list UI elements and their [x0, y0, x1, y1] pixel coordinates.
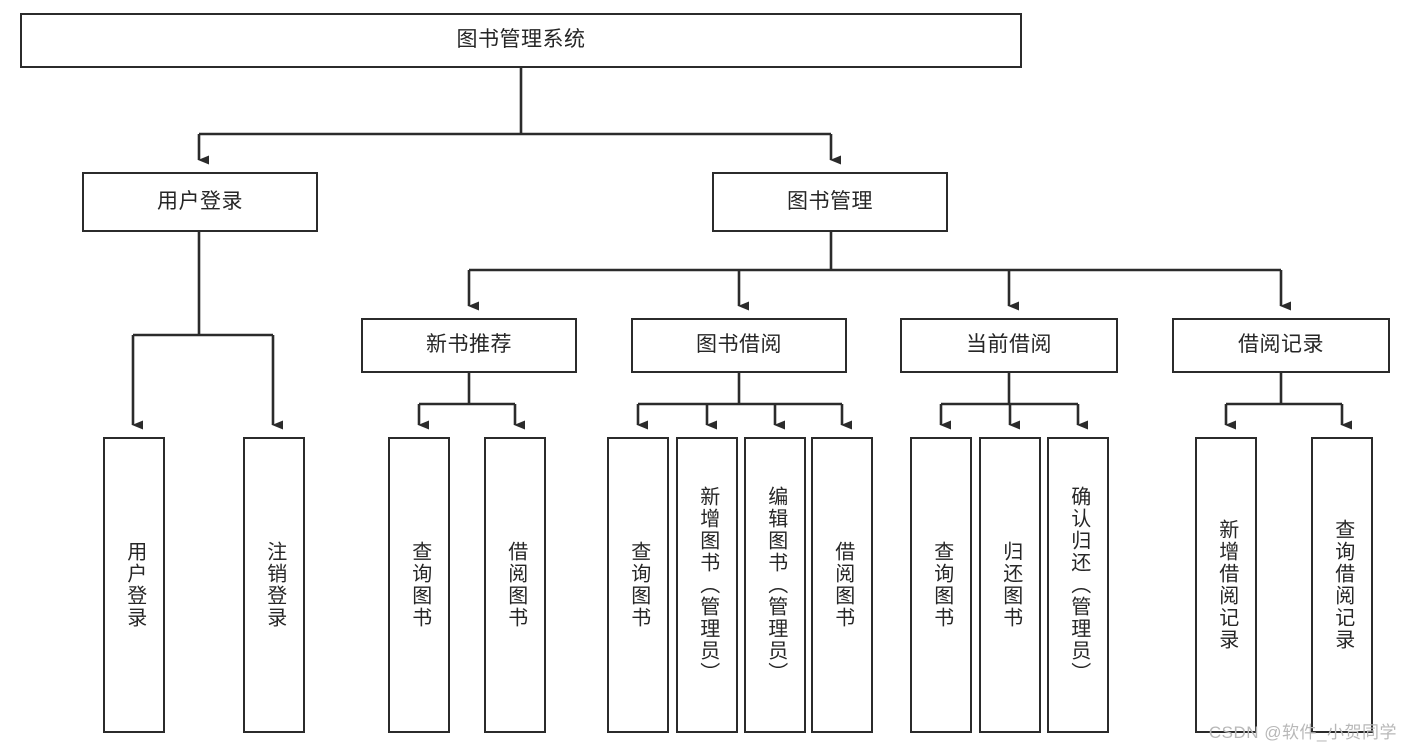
node-leaf-return-book-label: 归还图书 — [999, 541, 1022, 629]
node-user-login[interactable]: 用户登录 — [82, 172, 318, 232]
node-borrow-record[interactable]: 借阅记录 — [1172, 318, 1390, 373]
node-leaf-edit-book-label: 编辑图书（管理员） — [764, 486, 787, 684]
node-leaf-confirm-return-label: 确认归还（管理员） — [1067, 486, 1090, 684]
node-leaf-add-book-label: 新增图书（管理员） — [696, 486, 719, 684]
node-user-login-label: 用户登录 — [157, 189, 243, 213]
node-current-borrow[interactable]: 当前借阅 — [900, 318, 1118, 373]
node-leaf-add-record-label: 新增借阅记录 — [1215, 519, 1238, 651]
node-leaf-add-record[interactable]: 新增借阅记录 — [1195, 437, 1257, 733]
node-leaf-query-book-3-label: 查询图书 — [930, 541, 953, 629]
node-new-book-rec[interactable]: 新书推荐 — [361, 318, 577, 373]
node-leaf-logout[interactable]: 注销登录 — [243, 437, 305, 733]
node-leaf-return-book[interactable]: 归还图书 — [979, 437, 1041, 733]
node-borrow-record-label: 借阅记录 — [1238, 333, 1324, 357]
node-leaf-user-login-label: 用户登录 — [123, 541, 146, 629]
node-leaf-add-book[interactable]: 新增图书（管理员） — [676, 437, 738, 733]
node-leaf-query-book-1-label: 查询图书 — [408, 541, 431, 629]
node-leaf-logout-label: 注销登录 — [263, 541, 286, 629]
node-leaf-user-login[interactable]: 用户登录 — [103, 437, 165, 733]
node-root-label: 图书管理系统 — [456, 28, 586, 52]
node-book-borrow-label: 图书借阅 — [696, 333, 782, 357]
node-leaf-query-record-label: 查询借阅记录 — [1331, 519, 1354, 651]
node-leaf-borrow-book-1[interactable]: 借阅图书 — [484, 437, 546, 733]
node-leaf-query-book-2-label: 查询图书 — [627, 541, 650, 629]
node-leaf-query-book-2[interactable]: 查询图书 — [607, 437, 669, 733]
node-leaf-borrow-book-2-label: 借阅图书 — [831, 541, 854, 629]
node-book-manage-label: 图书管理 — [787, 189, 873, 213]
node-root[interactable]: 图书管理系统 — [20, 13, 1022, 68]
node-leaf-query-record[interactable]: 查询借阅记录 — [1311, 437, 1373, 733]
node-leaf-query-book-1[interactable]: 查询图书 — [388, 437, 450, 733]
node-leaf-edit-book[interactable]: 编辑图书（管理员） — [744, 437, 806, 733]
node-current-borrow-label: 当前借阅 — [966, 333, 1052, 357]
node-new-book-rec-label: 新书推荐 — [426, 333, 512, 357]
node-book-manage[interactable]: 图书管理 — [712, 172, 948, 232]
watermark-text: CSDN @软件_小贺同学 — [1208, 723, 1397, 742]
node-leaf-borrow-book-1-label: 借阅图书 — [504, 541, 527, 629]
node-leaf-confirm-return[interactable]: 确认归还（管理员） — [1047, 437, 1109, 733]
node-leaf-query-book-3[interactable]: 查询图书 — [910, 437, 972, 733]
node-leaf-borrow-book-2[interactable]: 借阅图书 — [811, 437, 873, 733]
node-book-borrow[interactable]: 图书借阅 — [631, 318, 847, 373]
